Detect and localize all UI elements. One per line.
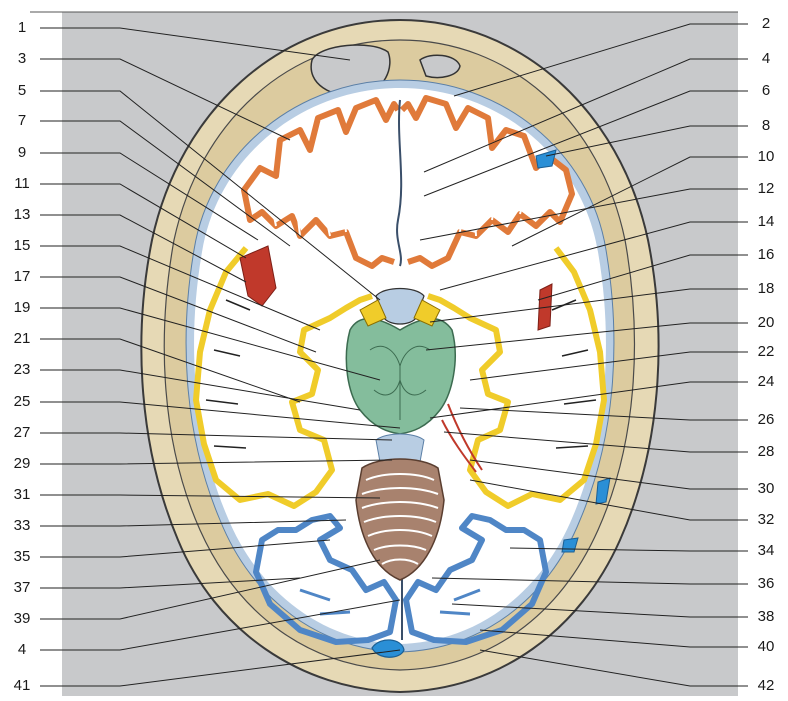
label-right-18-8: 18 [758,280,775,297]
label-left-33-16: 33 [14,517,31,534]
label-left-31-15: 31 [14,486,31,503]
label-right-28-13: 28 [758,443,775,460]
label-right-38-18: 38 [758,608,775,625]
label-right-4-1: 4 [762,50,770,67]
label-right-24-11: 24 [758,373,775,390]
label-left-19-9: 19 [14,299,31,316]
label-left-3-1: 3 [18,50,26,67]
label-right-34-16: 34 [758,542,775,559]
label-right-36-17: 36 [758,575,775,592]
label-right-12-5: 12 [758,180,775,197]
label-right-16-7: 16 [758,246,775,263]
label-right-10-4: 10 [758,148,775,165]
label-left-4-20: 4 [18,641,26,658]
label-left-21-10: 21 [14,330,31,347]
label-left-11-5: 11 [14,175,30,192]
label-right-32-15: 32 [758,511,775,528]
label-left-39-19: 39 [14,610,31,627]
label-right-20-9: 20 [758,314,775,331]
label-left-27-13: 27 [14,424,31,441]
label-left-1-0: 1 [18,19,26,36]
label-right-8-3: 8 [762,117,770,134]
label-left-29-14: 29 [14,455,31,472]
label-left-13-6: 13 [14,206,31,223]
label-right-2-0: 2 [762,15,770,32]
label-left-17-8: 17 [14,268,31,285]
label-right-6-2: 6 [762,82,770,99]
label-left-41-21: 41 [14,677,31,694]
label-right-22-10: 22 [758,343,775,360]
frontal-sinus-right [420,55,460,77]
label-right-30-14: 30 [758,480,775,497]
label-right-40-19: 40 [758,638,775,655]
label-left-5-2: 5 [18,82,26,99]
label-left-35-17: 35 [14,548,31,565]
label-right-26-12: 26 [758,411,775,428]
label-left-15-7: 15 [14,237,31,254]
label-right-42-20: 42 [758,677,775,694]
label-right-14-6: 14 [758,213,775,230]
label-left-7-3: 7 [18,112,26,129]
label-left-9-4: 9 [18,144,26,161]
label-left-23-11: 23 [14,361,31,378]
label-left-37-18: 37 [14,579,31,596]
label-left-25-12: 25 [14,393,31,410]
